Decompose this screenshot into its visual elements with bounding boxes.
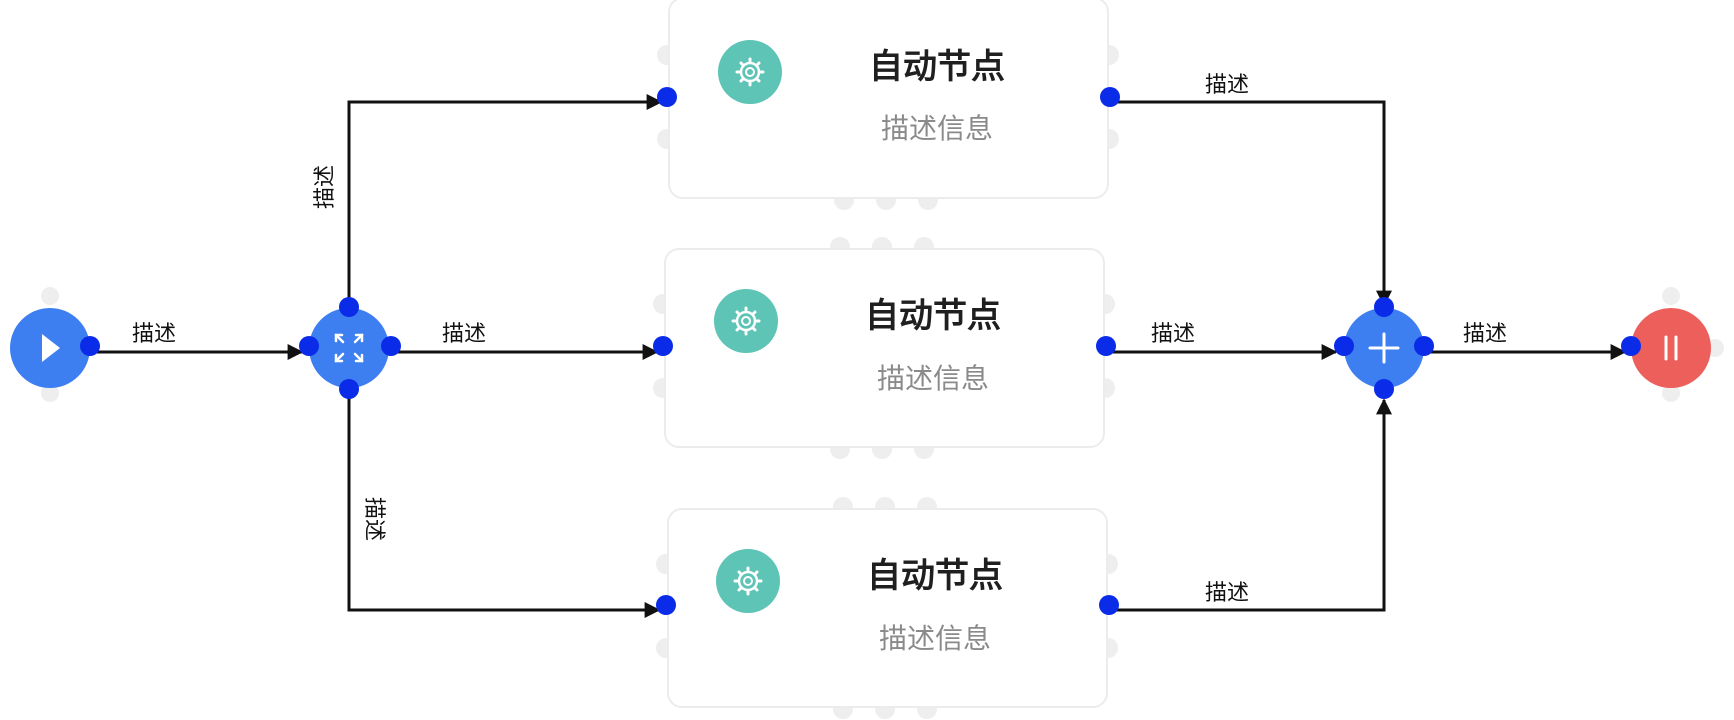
port[interactable] bbox=[1374, 297, 1394, 317]
task-title: 自动节点 bbox=[867, 556, 1003, 596]
port[interactable] bbox=[80, 336, 100, 356]
port[interactable] bbox=[1621, 336, 1641, 356]
edge-label: 描述 bbox=[1151, 322, 1195, 347]
edge-label: 描述 bbox=[132, 322, 176, 347]
plus-icon bbox=[1368, 332, 1400, 364]
task-title: 自动节点 bbox=[865, 296, 1001, 336]
edge-split-to-task-3[interactable] bbox=[347, 389, 661, 618]
task-description: 描述信息 bbox=[879, 622, 991, 655]
edge-label: 描述 bbox=[313, 165, 338, 209]
edge-task-1-to-join[interactable] bbox=[1110, 100, 1392, 307]
start-event[interactable] bbox=[10, 287, 90, 402]
edge-task-3-to-join[interactable] bbox=[1109, 398, 1392, 612]
port[interactable] bbox=[1414, 336, 1434, 356]
end-event[interactable] bbox=[1631, 287, 1724, 402]
port[interactable] bbox=[1334, 336, 1354, 356]
play-icon bbox=[42, 334, 60, 362]
gear-icon bbox=[716, 549, 780, 613]
port[interactable] bbox=[299, 336, 319, 356]
task-title: 自动节点 bbox=[869, 47, 1005, 87]
edge-split-to-task-1[interactable] bbox=[347, 94, 663, 307]
port[interactable] bbox=[1096, 336, 1116, 356]
port[interactable] bbox=[1374, 379, 1394, 399]
gear-icon bbox=[718, 40, 782, 104]
port[interactable] bbox=[381, 336, 401, 356]
task-description: 描述信息 bbox=[877, 362, 989, 395]
edge-label: 描述 bbox=[1205, 581, 1249, 606]
port[interactable] bbox=[656, 595, 676, 615]
connection-ports bbox=[80, 87, 1641, 615]
port[interactable] bbox=[1099, 595, 1119, 615]
join-gateway[interactable] bbox=[1344, 308, 1424, 388]
edge-label: 描述 bbox=[361, 497, 386, 541]
port[interactable] bbox=[657, 87, 677, 107]
edge-label: 描述 bbox=[1463, 322, 1507, 347]
split-gateway[interactable] bbox=[309, 308, 389, 388]
edge-label: 描述 bbox=[1205, 73, 1249, 98]
edge-labels: 描述 描述 描述 描述 描述 描述 描述 描述 bbox=[132, 73, 1507, 606]
expand-arrows-icon bbox=[334, 333, 364, 363]
port[interactable] bbox=[339, 379, 359, 399]
task-node-2[interactable]: 自动节点 描述信息 bbox=[653, 237, 1115, 459]
edges bbox=[90, 94, 1627, 618]
port[interactable] bbox=[653, 336, 673, 356]
port[interactable] bbox=[1100, 87, 1120, 107]
task-node-3[interactable]: 自动节点 描述信息 bbox=[656, 497, 1118, 719]
task-node-1[interactable]: 自动节点 描述信息 bbox=[657, 0, 1119, 210]
task-description: 描述信息 bbox=[881, 112, 993, 145]
edge-label: 描述 bbox=[442, 322, 486, 347]
pause-icon bbox=[1664, 335, 1678, 361]
port[interactable] bbox=[339, 297, 359, 317]
gear-icon bbox=[714, 289, 778, 353]
